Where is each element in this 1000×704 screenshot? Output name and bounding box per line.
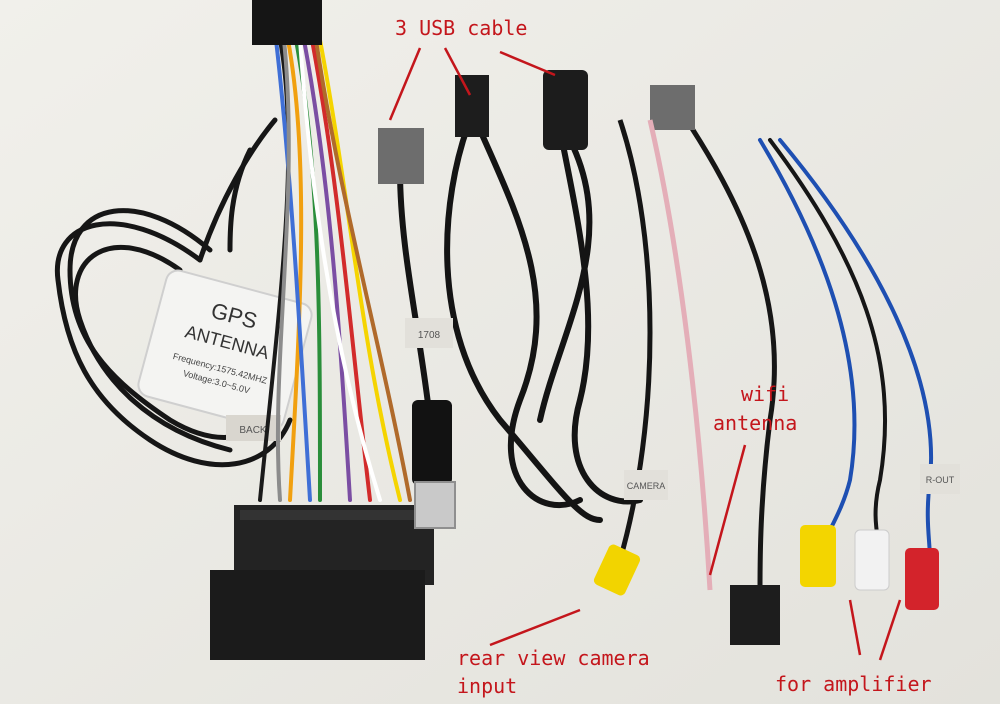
- annotation-arrows: [388, 47, 902, 661]
- camera-label-line1: rear view camera: [457, 646, 650, 670]
- svg-text:CAMERA: CAMERA: [627, 481, 666, 491]
- wifi-label-line1: wifi: [741, 382, 790, 406]
- gps-cable: [54, 117, 293, 468]
- usb-socket-2: [455, 75, 489, 137]
- svg-text:1708: 1708: [418, 330, 441, 341]
- harness-top-connector: [252, 0, 322, 45]
- svg-text:R-OUT: R-OUT: [926, 475, 955, 485]
- wifi-antenna-plug: [730, 585, 780, 645]
- usb-socket-1: [378, 128, 424, 184]
- wifi-socket: [650, 85, 695, 130]
- amplifier-label: for amplifier: [775, 672, 932, 696]
- usb-tag: 1708: [405, 318, 453, 348]
- wifi-antenna-cable: [677, 107, 777, 593]
- usb-cables: [397, 117, 643, 523]
- usb-plug-icon: [412, 400, 456, 529]
- gps-back-tag: BACK: [226, 415, 281, 441]
- rca-plug-icon: [593, 525, 939, 610]
- usb-cable-label: 3 USB cable: [395, 16, 528, 40]
- wifi-label-line2: antenna: [713, 411, 798, 435]
- usb-socket-3: [543, 70, 588, 150]
- camera-tag: CAMERA: [624, 470, 668, 500]
- wiring-harness-icon: [258, 38, 412, 502]
- camera-label-line2: input: [457, 674, 518, 698]
- harness-main-connector: [210, 505, 434, 660]
- svg-text:BACK: BACK: [239, 425, 267, 436]
- camera-cable: [617, 119, 713, 591]
- gps-antenna-icon: GPS ANTENNA Frequency:1575.42MHZ Voltage…: [137, 269, 313, 431]
- amp-tag: R-OUT: [920, 464, 960, 494]
